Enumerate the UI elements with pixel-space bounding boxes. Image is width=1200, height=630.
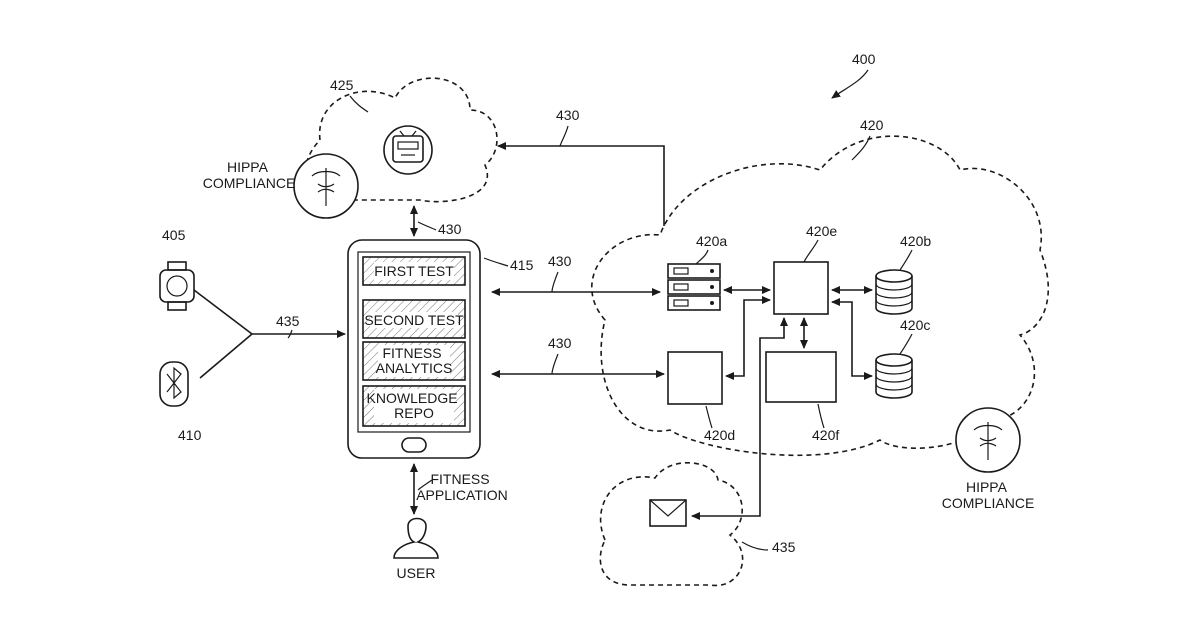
phone-cloud-ref: 430 — [438, 221, 462, 237]
top-compliance-line2: COMPLIANCE — [203, 175, 296, 191]
database-icon — [876, 354, 912, 398]
user-icon — [394, 519, 438, 559]
watch-ref: 405 — [162, 227, 186, 243]
user-label: USER — [397, 565, 436, 581]
server-icon — [668, 264, 720, 310]
top-compliance-label: HIPPA COMPLIANCE — [203, 159, 296, 191]
box-d — [668, 352, 722, 404]
figure-ref: 400 — [852, 51, 876, 67]
envelope-icon — [650, 500, 686, 526]
watch-icon — [160, 262, 194, 310]
upper-link-ref: 430 — [548, 253, 572, 269]
main-cloud — [592, 136, 1049, 455]
bottom-cloud — [600, 463, 742, 586]
hub-box — [774, 262, 828, 314]
top-link-ref: 430 — [556, 107, 580, 123]
bottom-compliance-line2: COMPLIANCE — [942, 495, 1035, 511]
bottom-compliance-label: HIPPA COMPLIANCE — [942, 479, 1035, 511]
db-c-ref: 420c — [900, 317, 930, 333]
phone-ref: 415 — [510, 257, 534, 273]
input-ref: 435 — [276, 313, 300, 329]
top-cloud-ref: 425 — [330, 77, 354, 93]
box-f-ref: 420f — [812, 427, 839, 443]
fitness-analytics-button[interactable]: FITNESS ANALYTICS — [363, 342, 465, 380]
bottom-compliance-line1: HIPPA — [966, 479, 1008, 495]
caduceus-icon — [294, 154, 358, 218]
database-icon — [876, 270, 912, 314]
home-button — [402, 438, 426, 452]
second-test-button[interactable]: SECOND TEST — [363, 300, 465, 338]
fitness-analytics-label: FITNESS ANALYTICS — [376, 345, 453, 376]
second-test-label: SECOND TEST — [364, 312, 464, 328]
caduceus-icon — [956, 408, 1020, 472]
box-f — [766, 352, 836, 402]
bluetooth-ref: 410 — [178, 427, 202, 443]
robot-icon — [384, 126, 432, 174]
lower-link-ref: 430 — [548, 335, 572, 351]
first-test-label: FIRST TEST — [374, 263, 454, 279]
box-d-ref: 420d — [704, 427, 735, 443]
hub-ref: 420e — [806, 223, 837, 239]
app-label: FITNESS APPLICATION — [416, 471, 508, 503]
bottom-cloud-ref: 435 — [772, 539, 796, 555]
bluetooth-icon — [160, 362, 188, 406]
db-b-ref: 420b — [900, 233, 931, 249]
knowledge-repo-button[interactable]: KNOWLEDGE REPO — [363, 386, 465, 426]
server-ref: 420a — [696, 233, 727, 249]
top-compliance-line1: HIPPA — [227, 159, 269, 175]
main-cloud-ref: 420 — [860, 117, 884, 133]
first-test-button[interactable]: FIRST TEST — [363, 257, 465, 285]
